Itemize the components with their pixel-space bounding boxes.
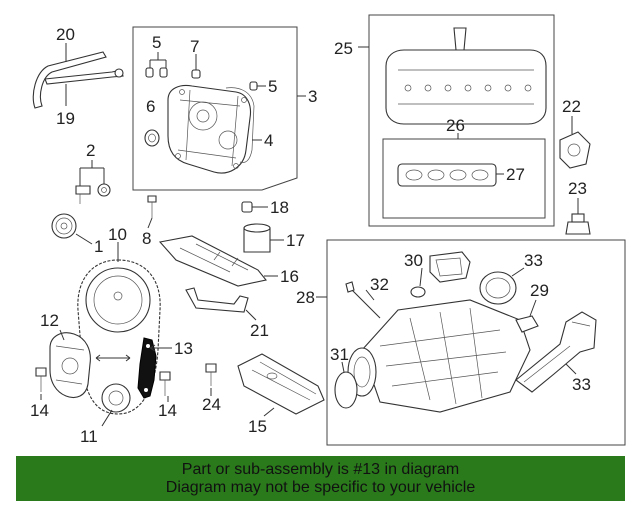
oil-pickup-tube [185,287,249,313]
callout-30: 30 [404,251,423,270]
banner-line-1: Part or sub-assembly is #13 in diagram [181,460,460,478]
leader-12 [59,329,65,341]
dowel-pins [145,67,258,91]
leader-2 [79,160,105,186]
callout-11: 11 [80,427,98,446]
callout-1: 1 [94,237,103,256]
callout-32: 32 [370,275,389,294]
plug-18 [241,201,253,213]
timing-cover-gasket [225,87,255,163]
parts-diagram: 20 19 5 7 6 5 3 4 25 26 27 22 23 2 1 8 1… [30,14,626,446]
callout-14b: 14 [158,401,177,420]
chain-guide-highlight [137,337,157,399]
callout-25: 25 [334,39,353,58]
leader-31 [341,361,345,373]
callout-10: 10 [108,225,127,244]
gasket-set [397,163,497,187]
gasket-group-box [382,138,546,219]
callout-3: 3 [308,87,317,106]
leader-1 [75,233,93,245]
callout-27: 27 [506,165,525,184]
banner-line-2: Diagram may not be specific to your vehi… [165,478,476,496]
windage-tray [158,235,267,287]
callout-33b: 33 [572,375,591,394]
leader-29 [529,299,537,317]
intake-manifold [347,299,531,413]
callout-22: 22 [562,97,581,116]
bolt-14b [159,371,171,396]
leader-21 [245,309,257,321]
valve-cover [385,27,547,125]
callout-23: 23 [568,179,587,198]
callout-33a: 33 [524,251,543,270]
leader-33a [511,267,525,277]
callout-5a: 5 [152,33,161,52]
crank-sprocket [51,213,77,239]
callout-8: 8 [142,229,151,248]
air-duct [515,311,597,393]
callout-17: 17 [286,231,305,250]
crank-seal [144,129,160,147]
callout-7: 7 [190,37,199,56]
chain-direction-arrows [95,354,131,362]
intake-manifold-group-box [326,239,626,446]
leader-5a [149,52,167,68]
callout-5b: 5 [268,77,277,96]
callout-18: 18 [270,198,289,217]
sensor-24 [205,363,217,386]
callout-16: 16 [280,267,299,286]
timing-cover-group-box [132,26,298,191]
chain-tensioner [49,332,91,399]
info-banner: Part or sub-assembly is #13 in diagram D… [16,456,625,501]
seal-31 [334,371,358,409]
callout-29: 29 [530,281,549,300]
bolt-washer [75,183,111,204]
callout-4: 4 [264,131,273,150]
callout-26: 26 [446,116,465,135]
leader-33b [565,363,577,375]
callout-6: 6 [146,97,155,116]
callout-12: 12 [40,311,59,330]
leader-13 [149,344,172,352]
leader-32 [365,289,375,301]
leader-30 [419,267,423,287]
leader-11 [101,409,113,427]
callout-20: 20 [56,25,75,44]
timing-cover [167,84,252,174]
callout-2: 2 [86,141,95,160]
callout-21: 21 [250,321,269,340]
leader-8 [147,217,153,229]
dipstick-tube [32,51,124,109]
callout-19: 19 [56,109,75,128]
callout-31: 31 [330,345,349,364]
part-23 [565,213,591,235]
callout-15: 15 [248,417,267,436]
leader-15 [263,407,275,417]
callout-24: 24 [202,395,221,414]
callout-13: 13 [174,339,193,358]
callout-14a: 14 [30,401,49,420]
bolt-14a [35,367,47,392]
part-22 [559,131,591,169]
bolt-32 [345,281,381,319]
oil-filter [243,223,271,253]
valve-cover-group-box [368,14,555,227]
gasket-29 [515,315,539,333]
oil-pan [237,353,325,415]
callout-28: 28 [296,288,315,307]
bolt-8 [147,195,157,218]
gasket-30 [410,251,471,298]
seal-33 [479,271,517,305]
